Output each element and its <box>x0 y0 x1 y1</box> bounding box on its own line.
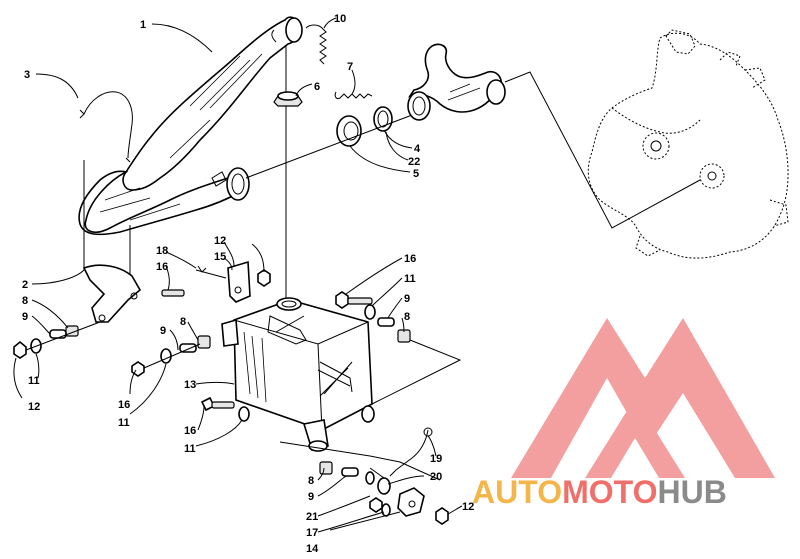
callout-12-top: 12 <box>214 235 226 247</box>
callout-9-bottom: 9 <box>308 491 314 503</box>
callout-14: 14 <box>306 543 319 555</box>
spring-7 <box>334 91 373 99</box>
callout-16-b: 16 <box>118 399 130 411</box>
callout-10: 10 <box>334 13 346 25</box>
mount-bracket <box>82 264 142 323</box>
muffler-hardware-left <box>131 335 250 422</box>
callout-1: 1 <box>140 19 146 31</box>
hanger-spring <box>79 91 133 163</box>
callout-9-mid: 9 <box>160 325 166 337</box>
callout-16-right: 16 <box>404 253 416 265</box>
callout-8-bottom: 8 <box>308 475 314 487</box>
callout-16-a: 16 <box>156 261 168 273</box>
callout-5: 5 <box>413 168 419 180</box>
callout-11-b: 11 <box>118 417 130 429</box>
callout-labels: 1 10 3 7 6 4 22 5 2 8 9 11 12 18 16 12 1… <box>22 13 474 555</box>
callout-22: 22 <box>408 156 420 168</box>
callout-11-c: 11 <box>184 443 196 455</box>
callout-15: 15 <box>214 251 226 263</box>
grommet-6 <box>273 91 303 107</box>
callout-18: 18 <box>156 245 168 257</box>
callout-8-right: 8 <box>404 311 410 323</box>
callout-7: 7 <box>347 61 353 73</box>
callout-19: 19 <box>430 453 442 465</box>
callout-2: 2 <box>22 279 28 291</box>
manifold-to-engine-leader <box>504 71 701 229</box>
expansion-chamber-pipe <box>78 16 303 236</box>
spring-10 <box>305 24 327 65</box>
callout-11-left: 11 <box>28 375 40 387</box>
engine-outline <box>587 29 789 259</box>
seal-ring-5 <box>336 115 362 147</box>
lower-bracket-hardware <box>279 427 449 531</box>
muffler-hardware-right <box>335 291 462 405</box>
logo-triangle-mark <box>511 318 775 478</box>
automotohub-wordmark: AUTOMOTOHUB <box>472 472 727 512</box>
engine-port-upper <box>642 132 670 160</box>
automotohub-logo <box>511 318 775 478</box>
callout-17: 17 <box>306 527 318 539</box>
callout-21: 21 <box>306 511 318 523</box>
callout-8-left: 8 <box>22 295 28 307</box>
callout-4: 4 <box>414 143 421 155</box>
brand-moto: MOTO <box>562 474 658 510</box>
callout-9-left: 9 <box>22 311 28 323</box>
callout-20: 20 <box>430 471 442 483</box>
callout-3: 3 <box>24 69 30 81</box>
callout-8-mid: 8 <box>180 316 186 328</box>
callout-12-bottom: 12 <box>462 501 474 513</box>
muffler-canister <box>221 297 375 452</box>
brand-hub: HUB <box>657 474 727 510</box>
callout-13: 13 <box>184 379 196 391</box>
callout-9-right: 9 <box>404 293 410 305</box>
callout-6: 6 <box>314 81 320 93</box>
callout-11-right: 11 <box>404 273 416 285</box>
callout-12-left: 12 <box>28 401 40 413</box>
o-ring-22 <box>373 106 393 132</box>
engine-port-lower <box>699 163 725 189</box>
brand-auto: AUTO <box>472 474 563 510</box>
callout-leaders <box>13 17 463 533</box>
callout-16-c: 16 <box>184 425 196 437</box>
mount-hardware-left <box>13 321 101 359</box>
exhaust-manifold <box>407 43 506 121</box>
bracket-15 <box>161 260 271 303</box>
